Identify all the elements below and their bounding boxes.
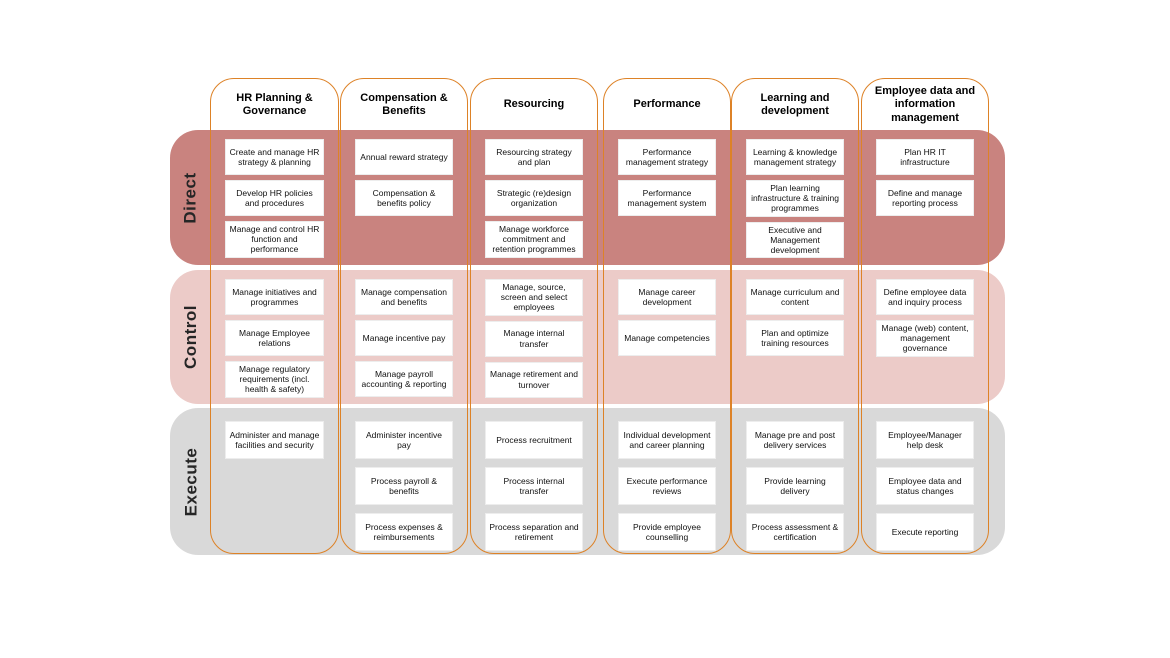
column-header: Performance: [633, 98, 701, 111]
task-box: Performance management strategy: [618, 139, 716, 175]
task-box: Process recruitment: [485, 421, 583, 459]
column-header: Compensation & Benefits: [360, 91, 448, 117]
task-box: Annual reward strategy: [355, 139, 453, 175]
task-box: Manage pre and post delivery services: [746, 421, 844, 459]
task-box: Performance management system: [618, 180, 716, 216]
task-box: Manage incentive pay: [355, 320, 453, 356]
column-header: HR Planning & Governance: [236, 91, 313, 117]
task-box: Manage internal transfer: [485, 320, 583, 357]
task-box: Manage curriculum and content: [746, 279, 844, 315]
process-column-learning-and-development: Learning and development Learning & know…: [731, 78, 859, 554]
cell-direct: Create and manage HR strategy & planning…: [211, 131, 338, 266]
task-box: Develop HR policies and procedures: [225, 180, 324, 216]
task-box: Execute reporting: [876, 513, 974, 551]
task-box: Manage career development: [618, 279, 716, 315]
task-box: Employee data and status changes: [876, 467, 974, 505]
column-header: Employee data and information management: [874, 85, 976, 124]
cell-control: Define employee data and inquiry process…: [862, 271, 988, 405]
task-box: Manage initiatives and programmes: [225, 279, 324, 315]
task-box: Executive and Management development: [746, 221, 844, 259]
task-box: Provide learning delivery: [746, 467, 844, 505]
hr-process-model-diagram: Direct Control Execute HR Planning & Gov…: [170, 78, 1005, 556]
task-box: Define and manage reporting process: [876, 180, 974, 216]
task-box: Process internal transfer: [485, 467, 583, 505]
column-header: Learning and development: [760, 91, 830, 117]
task-box: Manage payroll accounting & reporting: [355, 361, 453, 397]
task-box: Plan learning infrastructure & training …: [746, 180, 844, 217]
task-box: Manage Employee relations: [225, 320, 324, 356]
task-box: Plan HR IT infrastructure: [876, 139, 974, 175]
task-box: Administer and manage facilities and sec…: [225, 421, 324, 459]
task-box: Define employee data and inquiry process: [876, 279, 974, 315]
task-box: Compensation & benefits policy: [355, 180, 453, 216]
task-box: Manage regulatory requirements (incl. he…: [225, 361, 324, 398]
process-column-hr-planning-governance: HR Planning & Governance Create and mana…: [210, 78, 339, 554]
task-box: Manage, source, screen and select employ…: [485, 279, 583, 316]
task-box: Learning & knowledge management strategy: [746, 139, 844, 175]
task-box: Plan and optimize training resources: [746, 320, 844, 356]
task-box: Process expenses & reimbursements: [355, 513, 453, 551]
process-column-employee-data-and-information-management: Employee data and information management…: [861, 78, 989, 554]
task-box: Strategic (re)design organization: [485, 180, 583, 216]
cell-execute: Administer and manage facilities and sec…: [211, 409, 338, 553]
cell-execute: Individual development and career planni…: [604, 409, 730, 553]
task-box: Manage and control HR function and perfo…: [225, 221, 324, 258]
task-box: Process separation and retirement: [485, 513, 583, 551]
task-box: Process payroll & benefits: [355, 467, 453, 505]
task-box: Administer incentive pay: [355, 421, 453, 459]
task-box: Individual development and career planni…: [618, 421, 716, 459]
task-box: Manage compensation and benefits: [355, 279, 453, 315]
task-box: Manage retirement and turnover: [485, 361, 583, 398]
task-box: Employee/Manager help desk: [876, 421, 974, 459]
task-box: Create and manage HR strategy & planning: [225, 139, 324, 175]
process-column-compensation-benefits: Compensation & Benefits Annual reward st…: [340, 78, 468, 554]
process-columns: HR Planning & Governance Create and mana…: [170, 78, 1005, 556]
task-box: Manage workforce commitment and retentio…: [485, 221, 583, 258]
task-box: Process assessment & certification: [746, 513, 844, 551]
task-box: Manage competencies: [618, 320, 716, 356]
process-column-performance: Performance Performance management strat…: [603, 78, 731, 554]
cell-control: Manage, source, screen and select employ…: [471, 271, 597, 405]
cell-direct: Learning & knowledge management strategy…: [732, 131, 858, 266]
task-box: Provide employee counselling: [618, 513, 716, 551]
task-box: Execute performance reviews: [618, 467, 716, 505]
task-box: Resourcing strategy and plan: [485, 139, 583, 175]
task-box: Manage (web) content, management governa…: [876, 320, 974, 357]
column-header: Resourcing: [503, 98, 565, 111]
